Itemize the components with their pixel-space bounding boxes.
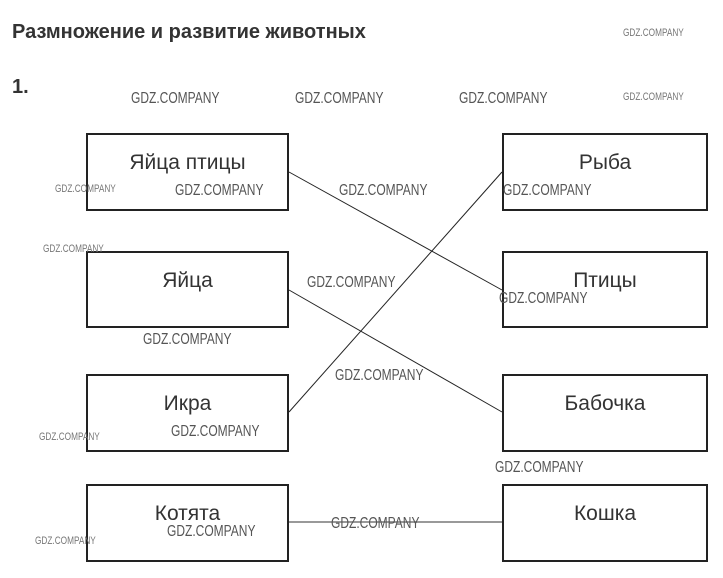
- watermark: GDZ.COMPANY: [339, 182, 428, 199]
- right-box-butterfly: Бабочка: [502, 374, 708, 452]
- box-label: Рыба: [578, 151, 632, 174]
- page-title: Размножение и развитие животных: [12, 21, 366, 43]
- watermark: GDZ.COMPANY: [335, 367, 424, 384]
- watermark: GDZ.COMPANY: [331, 515, 420, 532]
- box-label: Кошка: [573, 502, 637, 525]
- watermark: GDZ.COMPANY: [131, 90, 220, 107]
- watermark: GDZ.COMPANY: [503, 182, 592, 199]
- watermark: GDZ.COMPANY: [35, 535, 96, 547]
- watermark: GDZ.COMPANY: [55, 183, 116, 195]
- box-label: Котята: [154, 502, 221, 525]
- line-bird-eggs-to-birds: [288, 171, 503, 291]
- watermark: GDZ.COMPANY: [43, 243, 104, 255]
- right-box-fish: Рыба: [502, 133, 708, 211]
- left-box-roe: Икра: [86, 374, 289, 452]
- box-label: Птицы: [573, 269, 637, 292]
- box-label: Бабочка: [564, 392, 646, 415]
- right-box-cat: Кошка: [502, 484, 708, 562]
- watermark: GDZ.COMPANY: [175, 182, 264, 199]
- watermark: GDZ.COMPANY: [623, 27, 684, 39]
- box-label: Яйца птицы: [129, 151, 246, 174]
- line-roe-to-fish: [288, 171, 503, 413]
- left-box-bird-eggs: Яйца птицы: [86, 133, 289, 211]
- task-number: 1.: [12, 76, 29, 98]
- line-eggs-to-butterfly: [288, 289, 503, 413]
- watermark: GDZ.COMPANY: [623, 91, 684, 103]
- box-label: Яйца: [162, 269, 213, 292]
- left-box-kittens: Котята: [86, 484, 289, 562]
- box-label: Икра: [163, 392, 212, 415]
- watermark: GDZ.COMPANY: [459, 90, 548, 107]
- watermark: GDZ.COMPANY: [495, 459, 584, 476]
- watermark: GDZ.COMPANY: [143, 331, 232, 348]
- watermark: GDZ.COMPANY: [167, 523, 256, 540]
- watermark: GDZ.COMPANY: [39, 431, 100, 443]
- watermark: GDZ.COMPANY: [295, 90, 384, 107]
- left-box-eggs: Яйца: [86, 251, 289, 328]
- watermark: GDZ.COMPANY: [171, 423, 260, 440]
- right-box-birds: Птицы: [502, 251, 708, 328]
- watermark: GDZ.COMPANY: [307, 274, 396, 291]
- watermark: GDZ.COMPANY: [499, 290, 588, 307]
